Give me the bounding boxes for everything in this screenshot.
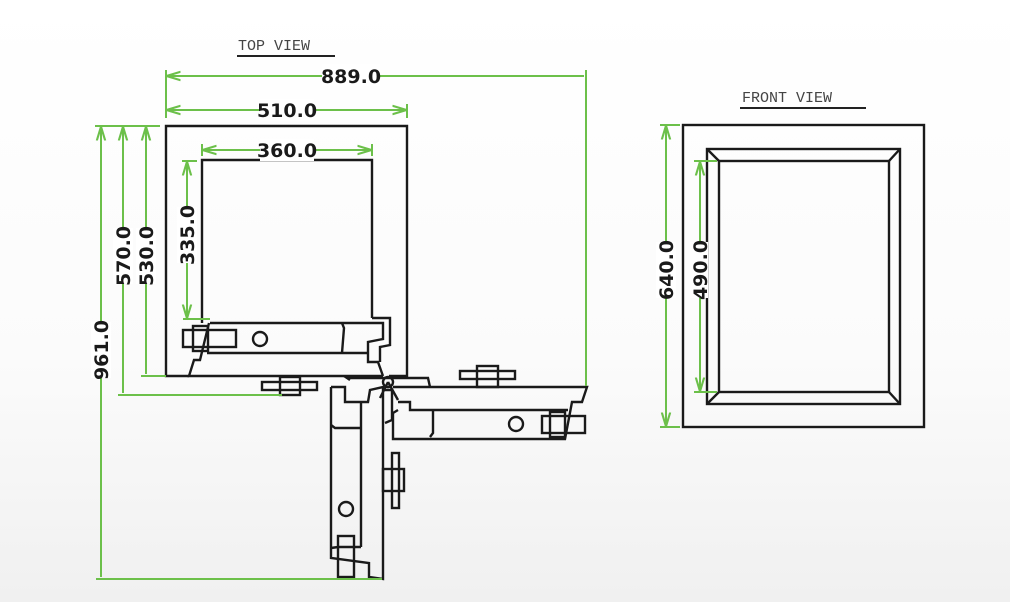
- door-open-down: [329, 385, 406, 581]
- hinge-hole-icon: [251, 330, 269, 348]
- dim-outer-height: 640.0: [656, 240, 678, 300]
- door-open-right: [391, 364, 589, 441]
- dim-overall-width: 889.0: [321, 66, 381, 88]
- top-view-title: TOP VIEW: [237, 38, 335, 57]
- hinge-pivot: [343, 375, 432, 401]
- front-view-frame: [681, 123, 926, 429]
- dim-overall-depth: 961.0: [91, 320, 113, 380]
- dim-inner-depth: 335.0: [177, 205, 199, 265]
- svg-text:TOP VIEW: TOP VIEW: [238, 38, 310, 55]
- front-view-dimensions: 640.0 490.0: [656, 124, 717, 428]
- top-view-cabinet: [164, 124, 409, 397]
- dim-depth-530: 530.0: [136, 226, 158, 286]
- dim-depth-570: 570.0: [113, 226, 135, 286]
- top-view-dimensions: 889.0 510.0 360.0 335.0 570.0 530.0 961.…: [91, 64, 587, 580]
- dim-outer-width: 510.0: [257, 100, 317, 122]
- dim-inner-width: 360.0: [257, 140, 317, 162]
- dim-inner-height: 490.0: [690, 240, 712, 300]
- svg-text:FRONT VIEW: FRONT VIEW: [742, 90, 832, 107]
- front-view-title: FRONT VIEW: [740, 90, 866, 109]
